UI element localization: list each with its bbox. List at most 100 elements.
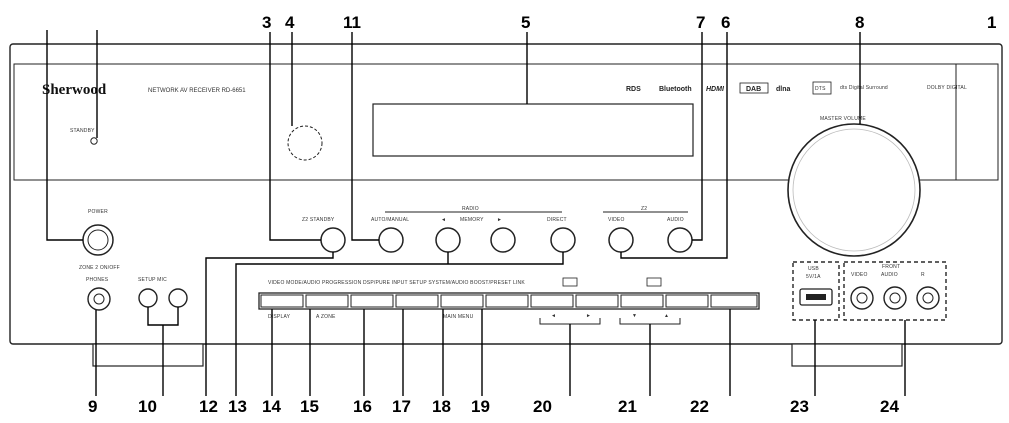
cursor-ud-indicator: [646, 277, 662, 287]
front-r-label: R: [921, 272, 925, 278]
setup-mic-label: SETUP MIC: [138, 277, 167, 283]
callout-18: 18: [432, 397, 451, 416]
power-label: POWER: [88, 209, 108, 215]
left-foot: [92, 343, 204, 367]
logo-dts-frame: [812, 81, 832, 95]
front-video-label: VIDEO: [851, 272, 868, 278]
leader-13: [235, 252, 564, 396]
logo-dts-digital: dts Digital Surround: [840, 85, 888, 91]
logo-bluetooth: Bluetooth: [659, 86, 692, 93]
callout-17: 17: [392, 397, 411, 416]
callout-7: 7: [696, 13, 705, 32]
radio-group-label: RADIO: [462, 206, 479, 212]
up-cursor-button[interactable]: [665, 294, 709, 308]
front-group-label: FRONT: [882, 264, 900, 270]
callout-4: 4: [285, 13, 295, 32]
phones-label: PHONES: [86, 277, 109, 283]
callout-24: 24: [880, 397, 899, 416]
receiver-chassis: [9, 43, 1003, 345]
callout-22: 22: [690, 397, 709, 416]
a-zone-button[interactable]: [305, 294, 349, 308]
preset-down-label: ◄: [441, 217, 446, 223]
callout-5: 5: [521, 13, 530, 32]
display-label: DISPLAY: [268, 314, 291, 320]
logo-dab: DAB: [746, 86, 761, 93]
callout-16: 16: [353, 397, 372, 416]
callout-12: 12: [199, 397, 218, 416]
right-cursor-button[interactable]: [575, 294, 619, 308]
down-cursor-button[interactable]: [620, 294, 664, 308]
right-arrow-label: ►: [586, 313, 591, 319]
logo-rds: RDS: [626, 86, 641, 93]
master-volume-label: MASTER VOLUME: [820, 116, 866, 122]
logo-dts: DTS: [815, 86, 826, 92]
direct-button[interactable]: [550, 227, 576, 253]
phones-jack-inner: [93, 293, 105, 305]
usb-callout-box: [792, 261, 840, 321]
power-sub-label: ZONE 2 ON/OFF: [79, 265, 120, 271]
enter-button[interactable]: [710, 294, 758, 308]
left-arrow-label: ◄: [551, 313, 556, 319]
preset-up-button[interactable]: [490, 227, 516, 253]
logo-hdmi: HDMI: [706, 86, 725, 93]
z2-standby-label: Z2 STANDBY: [302, 217, 335, 223]
power-button-inner: [87, 229, 109, 251]
zone2-audio-button[interactable]: [667, 227, 693, 253]
preset-down-button[interactable]: [435, 227, 461, 253]
input-button[interactable]: [260, 294, 304, 308]
z2-standby-button[interactable]: [320, 227, 346, 253]
right-foot: [791, 343, 903, 367]
auto-manual-button[interactable]: [378, 227, 404, 253]
callout-10: 10: [138, 397, 157, 416]
brand-logo: Sherwood: [42, 82, 107, 98]
memory-label: MEMORY: [460, 217, 484, 223]
preset-up-label: ►: [497, 217, 502, 223]
master-volume-knob-rim: [792, 128, 916, 252]
preset-link-button[interactable]: [485, 294, 529, 308]
function-button-strip: [258, 292, 760, 310]
display-band-end: [955, 63, 999, 181]
setup-mic-jack-2[interactable]: [168, 288, 188, 308]
zone2-video-button[interactable]: [608, 227, 634, 253]
usb-sub: 5V/1A: [806, 274, 821, 280]
front-av-callout-box: [843, 261, 947, 321]
callout-23: 23: [790, 397, 809, 416]
front-audio-label: AUDIO: [881, 272, 898, 278]
leader-lines: [46, 30, 906, 396]
standby-label: STANDBY: [70, 128, 95, 134]
leader-11: [351, 32, 379, 241]
callout-11: 11: [343, 13, 361, 32]
front-audio-l-jack-inner: [889, 292, 901, 304]
a-zone-label: A ZONE: [316, 314, 336, 320]
callout-6: 6: [721, 13, 730, 32]
system-button[interactable]: [395, 294, 439, 308]
leader-power-a: [46, 30, 83, 241]
main-menu-label: MAIN MENU: [443, 314, 474, 320]
display-window: [372, 103, 694, 157]
master-volume-knob[interactable]: [787, 123, 921, 257]
direct-label: DIRECT: [547, 217, 567, 223]
remote-sensor: [287, 125, 323, 161]
callout-20: 20: [533, 397, 552, 416]
logo-dolby: DOLBY DIGITAL: [927, 85, 967, 91]
callout-3: 3: [262, 13, 271, 32]
setup-mic-jack-1[interactable]: [138, 288, 158, 308]
front-audio-r-jack-inner: [922, 292, 934, 304]
main-menu-button[interactable]: [440, 294, 484, 308]
audio-label: AUDIO: [667, 217, 684, 223]
setup-button[interactable]: [350, 294, 394, 308]
callout-9: 9: [88, 397, 97, 416]
leader-7: [692, 32, 703, 241]
callout-21: 21: [618, 397, 637, 416]
usb-title: USB: [808, 266, 819, 272]
logo-dlna: dlna: [776, 86, 790, 93]
usb-port-slot: [806, 294, 826, 300]
left-cursor-button[interactable]: [530, 294, 574, 308]
mode-strip-label: VIDEO MODE/AUDIO PROGRESSION DSP/PURE IN…: [268, 280, 525, 286]
model-label: NETWORK AV RECEIVER RD-6651: [148, 88, 246, 94]
callout-1: 1: [987, 13, 996, 32]
video-label: VIDEO: [608, 217, 625, 223]
leader-3: [269, 32, 321, 241]
leader-12: [205, 252, 334, 396]
